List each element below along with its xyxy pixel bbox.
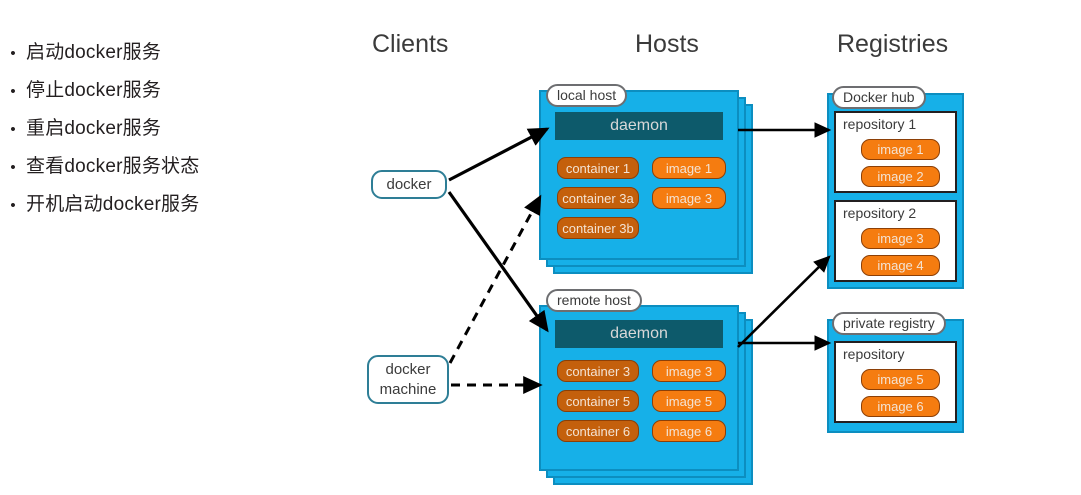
- host-label-local: local host: [546, 84, 628, 107]
- image-label: image 5: [665, 393, 713, 409]
- list-item: • 查看docker服务状态: [0, 148, 340, 186]
- client-docker-machine-label-line2: machine: [379, 380, 437, 398]
- image-pill[interactable]: image 3: [861, 228, 940, 249]
- client-docker-label: docker: [386, 176, 432, 193]
- image-pill[interactable]: image 1: [652, 157, 726, 179]
- image-label: image 3: [665, 190, 713, 206]
- bullet-marker-icon: •: [10, 121, 16, 138]
- image-pill[interactable]: image 5: [652, 390, 726, 412]
- host-stack-local: daemon container 1 container 3a containe…: [539, 90, 754, 275]
- image-label: image 2: [877, 169, 924, 184]
- list-item-label: 停止docker服务: [26, 80, 162, 101]
- list-item: • 重启docker服务: [0, 110, 340, 148]
- list-item-label: 查看docker服务状态: [26, 156, 200, 177]
- repository-title: repository 1: [843, 116, 917, 132]
- column-header-registries: Registries: [837, 30, 949, 58]
- image-pill[interactable]: image 3: [652, 360, 726, 382]
- container-label: container 3b: [562, 220, 634, 236]
- column-header-clients: Clients: [372, 30, 449, 58]
- image-pill[interactable]: image 3: [652, 187, 726, 209]
- repository-title: repository: [843, 346, 905, 362]
- repository-box[interactable]: repository image 5 image 6: [834, 341, 957, 423]
- client-node-docker-machine[interactable]: docker machine: [367, 355, 449, 404]
- container-label: container 1: [565, 160, 631, 176]
- client-node-docker[interactable]: docker: [371, 170, 447, 199]
- container-pill[interactable]: container 5: [557, 390, 639, 412]
- list-item: • 启动docker服务: [0, 34, 340, 72]
- container-pill[interactable]: container 1: [557, 157, 639, 179]
- list-item-label: 开机启动docker服务: [26, 194, 200, 215]
- instruction-list: • 启动docker服务 • 停止docker服务 • 重启docker服务 •…: [0, 34, 340, 224]
- image-label: image 3: [665, 363, 713, 379]
- list-item-label: 重启docker服务: [26, 118, 162, 139]
- list-item: • 停止docker服务: [0, 72, 340, 110]
- image-label: image 6: [877, 399, 924, 414]
- client-docker-machine-label-line1: docker: [385, 360, 431, 378]
- container-label: container 5: [565, 393, 631, 409]
- image-label: image 1: [665, 160, 713, 176]
- arrow-docker-to-local-daemon: [448, 127, 550, 182]
- host-stack-remote: daemon container 3 container 5 container…: [539, 305, 769, 490]
- image-pill[interactable]: image 2: [861, 166, 940, 187]
- repository-title: repository 2: [843, 205, 917, 221]
- arrow-docker-to-remote-daemon: [447, 191, 549, 333]
- image-label: image 5: [877, 372, 924, 387]
- container-label: container 3a: [562, 190, 634, 206]
- list-item-label: 启动docker服务: [26, 42, 162, 63]
- container-label: container 6: [565, 423, 631, 439]
- column-header-hosts: Hosts: [635, 30, 699, 58]
- image-label: image 6: [665, 423, 713, 439]
- container-pill[interactable]: container 6: [557, 420, 639, 442]
- container-pill[interactable]: container 3b: [557, 217, 639, 239]
- daemon-label: daemon: [610, 117, 668, 134]
- list-item: • 开机启动docker服务: [0, 186, 340, 224]
- daemon-bar-remote[interactable]: daemon: [555, 320, 723, 348]
- host-label-remote: remote host: [546, 289, 642, 312]
- daemon-label: daemon: [610, 325, 668, 342]
- bullet-marker-icon: •: [10, 83, 16, 100]
- bullet-marker-icon: •: [10, 159, 16, 176]
- docker-architecture-diagram: Clients Hosts Registries docker docker m…: [340, 0, 1081, 495]
- image-pill[interactable]: image 6: [861, 396, 940, 417]
- image-pill[interactable]: image 4: [861, 255, 940, 276]
- image-label: image 3: [877, 231, 924, 246]
- image-pill[interactable]: image 6: [652, 420, 726, 442]
- repository-box[interactable]: repository 1 image 1 image 2: [834, 111, 957, 193]
- image-pill[interactable]: image 5: [861, 369, 940, 390]
- container-label: container 3: [565, 363, 631, 379]
- arrow-docker-machine-to-local-host: [448, 194, 542, 364]
- image-pill[interactable]: image 1: [861, 139, 940, 160]
- image-label: image 4: [877, 258, 924, 273]
- repository-box[interactable]: repository 2 image 3 image 4: [834, 200, 957, 282]
- image-label: image 1: [877, 142, 924, 157]
- container-pill[interactable]: container 3: [557, 360, 639, 382]
- bullet-marker-icon: •: [10, 197, 16, 214]
- container-pill[interactable]: container 3a: [557, 187, 639, 209]
- daemon-bar-local[interactable]: daemon: [555, 112, 723, 140]
- registry-label-docker-hub: Docker hub: [832, 86, 926, 109]
- bullet-marker-icon: •: [10, 45, 16, 62]
- registry-label-private: private registry: [832, 312, 946, 335]
